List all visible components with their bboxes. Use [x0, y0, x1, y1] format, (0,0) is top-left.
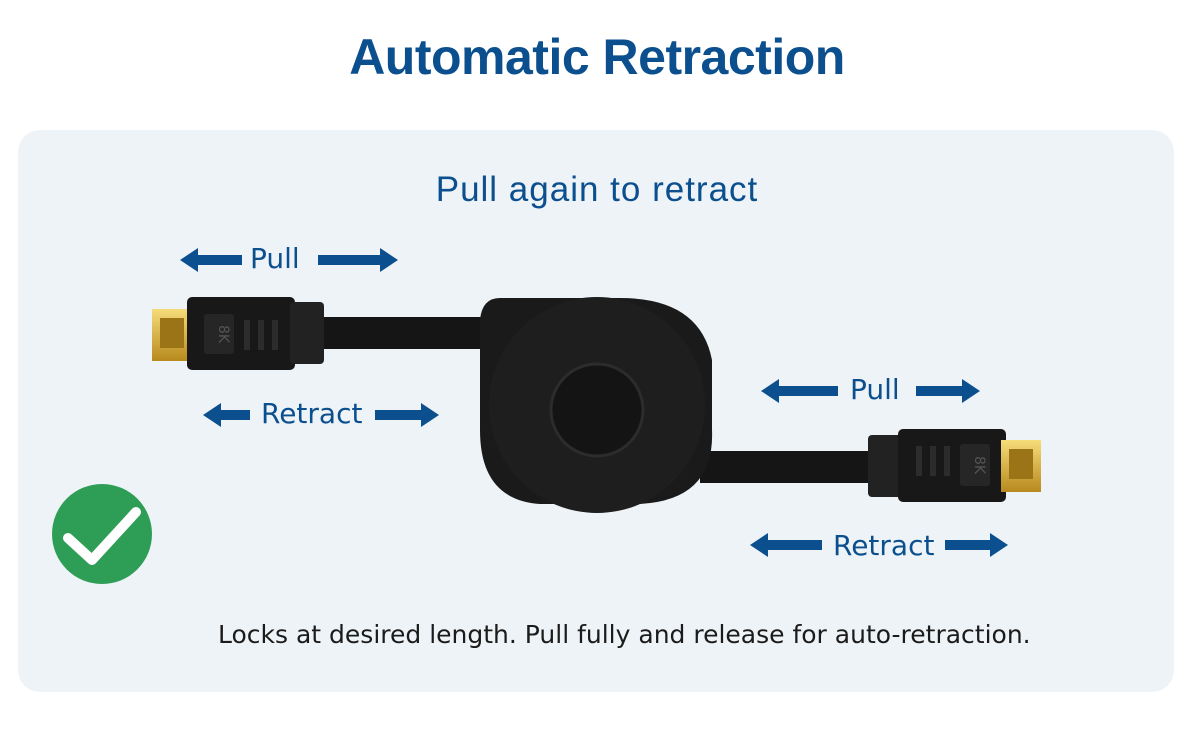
arrow-right-icon: [375, 403, 439, 427]
retract-label-right: Retract: [833, 529, 935, 562]
pull-label-left: Pull: [250, 242, 300, 275]
connector-mark-left: 8K: [215, 325, 231, 344]
arrow-right-icon: [916, 379, 980, 403]
hdmi-connector-left-icon: [152, 297, 324, 370]
arrow-left-icon: [180, 248, 242, 272]
cable-right: [700, 451, 876, 483]
arrow-left-icon: [761, 379, 838, 403]
arrow-left-icon: [750, 533, 822, 557]
panel-subtitle: Pull again to retract: [435, 170, 759, 209]
retract-label-left: Retract: [261, 397, 363, 430]
arrow-right-icon: [945, 533, 1008, 557]
reel-icon: [480, 297, 713, 513]
hdmi-connector-right-icon: [868, 429, 1041, 502]
connector-mark-right: 8K: [971, 456, 987, 475]
cable-left: [320, 317, 500, 349]
arrows: [180, 248, 1008, 557]
page-title: Automatic Retraction: [349, 29, 845, 85]
caption-text: Locks at desired length. Pull fully and …: [218, 620, 1031, 649]
checkmark-icon: [52, 484, 152, 584]
arrow-left-icon: [203, 403, 250, 427]
arrow-right-icon: [318, 248, 398, 272]
pull-label-right: Pull: [850, 373, 900, 406]
